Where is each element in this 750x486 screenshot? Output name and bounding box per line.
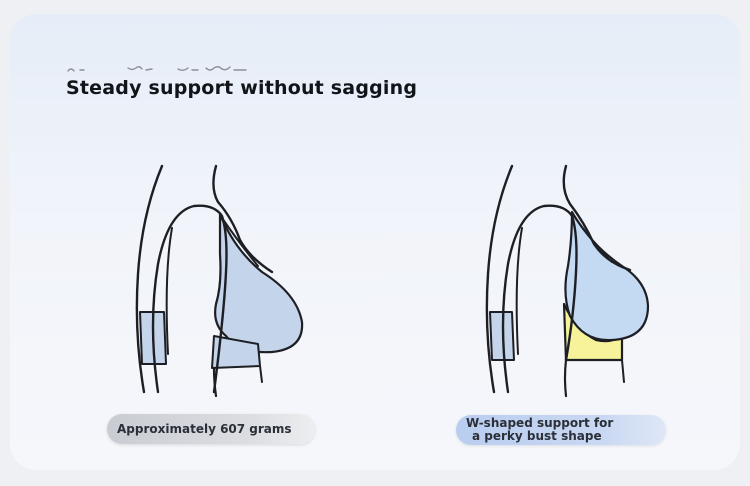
sagging-bust-illustration — [135, 164, 304, 398]
lifted-bust-illustration — [485, 164, 650, 398]
page-title: Steady support without sagging — [66, 77, 418, 99]
weight-caption-badge: Approximately 607 grams — [107, 414, 315, 444]
sagging-cup — [214, 212, 304, 354]
weight-caption: Approximately 607 grams — [117, 422, 292, 436]
support-caption-line2: a perky bust shape — [472, 429, 602, 443]
faint-scribble-text — [67, 66, 247, 72]
lifted-cup — [564, 210, 650, 342]
support-caption-badge: W-shaped support for a perky bust shape — [456, 415, 666, 445]
product-card: Steady support without sagging — [10, 14, 740, 470]
support-caption-line1: W-shaped support for — [466, 416, 614, 430]
